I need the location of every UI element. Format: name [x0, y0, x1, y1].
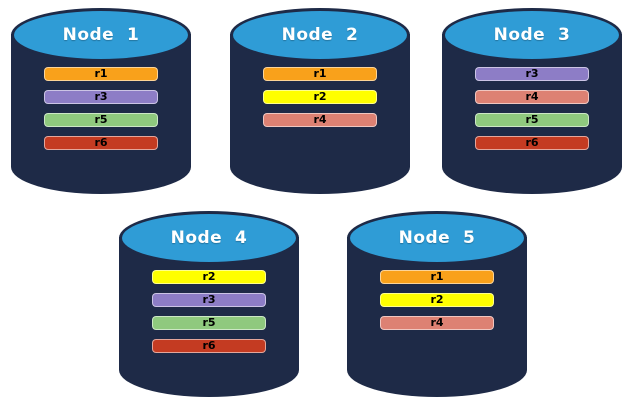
database-cylinder-top: Node 3: [442, 8, 622, 62]
replica-bar-r3: r3: [152, 293, 266, 307]
replica-list: r3 r4 r5 r6: [442, 67, 622, 150]
node-title: Node 3: [493, 25, 571, 45]
database-cylinder-top: Node 1: [11, 8, 191, 62]
replica-bar-r3: r3: [475, 67, 589, 81]
replica-bar-r1: r1: [380, 270, 494, 284]
node-2-cylinder: Node 2 r1 r2 r4: [230, 8, 410, 194]
node-4-cylinder: Node 4 r2 r3 r5 r6: [119, 211, 299, 397]
node-title: Node 5: [398, 228, 476, 248]
replica-bar-r5: r5: [152, 316, 266, 330]
replica-list: r1 r2 r4: [230, 67, 410, 127]
database-cylinder-top: Node 5: [347, 211, 527, 265]
replica-bar-r6: r6: [475, 136, 589, 150]
database-cylinder-top: Node 4: [119, 211, 299, 265]
node-1-cylinder: Node 1 r1 r3 r5 r6: [11, 8, 191, 194]
node-5-cylinder: Node 5 r1 r2 r4: [347, 211, 527, 397]
replica-bar-r5: r5: [475, 113, 589, 127]
replica-bar-r3: r3: [44, 90, 158, 104]
replica-list: r1 r2 r4: [347, 270, 527, 330]
replica-bar-r2: r2: [380, 293, 494, 307]
replica-bar-r4: r4: [475, 90, 589, 104]
node-title: Node 2: [281, 25, 359, 45]
replica-bar-r2: r2: [263, 90, 377, 104]
node-title: Node 4: [170, 228, 248, 248]
replica-list: r1 r3 r5 r6: [11, 67, 191, 150]
replica-bar-r4: r4: [380, 316, 494, 330]
node-title: Node 1: [62, 25, 140, 45]
replica-bar-r6: r6: [44, 136, 158, 150]
replica-bar-r1: r1: [263, 67, 377, 81]
replica-list: r2 r3 r5 r6: [119, 270, 299, 353]
replica-bar-r6: r6: [152, 339, 266, 353]
replica-bar-r4: r4: [263, 113, 377, 127]
replica-bar-r2: r2: [152, 270, 266, 284]
replica-bar-r5: r5: [44, 113, 158, 127]
node-3-cylinder: Node 3 r3 r4 r5 r6: [442, 8, 622, 194]
database-cylinder-top: Node 2: [230, 8, 410, 62]
replica-bar-r1: r1: [44, 67, 158, 81]
